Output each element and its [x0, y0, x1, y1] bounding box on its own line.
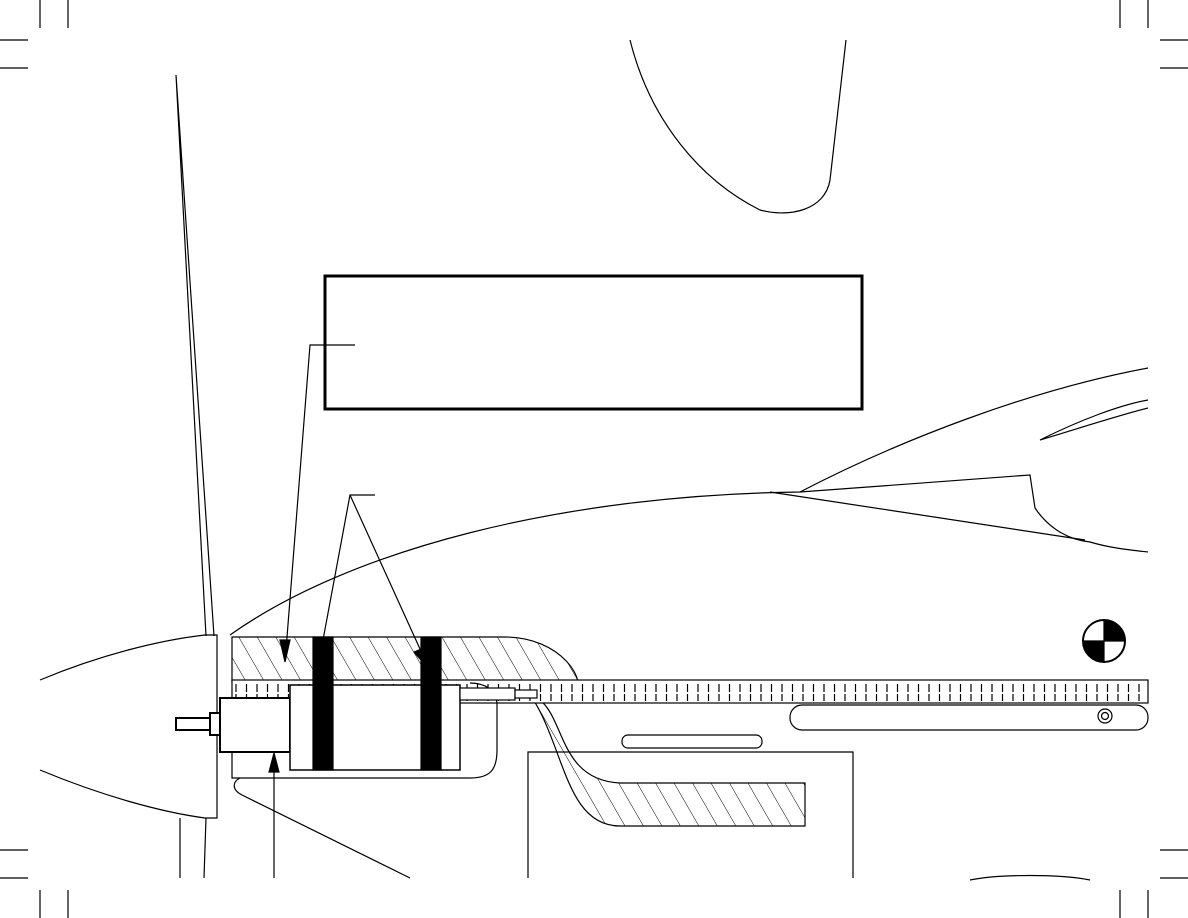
lower-frame	[527, 751, 854, 878]
velcro-band	[312, 636, 334, 771]
slot	[789, 704, 1149, 731]
fuselage-lower	[233, 777, 411, 879]
motor-collar	[209, 712, 221, 736]
leader-line-hatch	[285, 344, 355, 651]
motor-shaft	[175, 717, 212, 731]
fin-outline	[629, 39, 847, 214]
canopy-line	[769, 367, 1149, 541]
battery-connector	[514, 689, 538, 699]
motor-bay	[231, 682, 498, 779]
wing-section-hatched	[231, 636, 806, 827]
battery-connector	[459, 687, 516, 701]
center-of-gravity-icon	[1082, 619, 1126, 663]
hole	[1100, 711, 1110, 721]
hole	[1097, 708, 1113, 724]
velcro-band	[420, 636, 442, 771]
leader-line-bands	[322, 494, 426, 661]
fuselage-bottom	[969, 874, 1091, 881]
arrow-head	[268, 750, 280, 773]
fuselage-top	[229, 474, 1149, 636]
pill-slot	[621, 734, 763, 749]
motor	[219, 697, 291, 753]
label-box	[323, 274, 864, 411]
propeller-blade	[175, 74, 215, 879]
